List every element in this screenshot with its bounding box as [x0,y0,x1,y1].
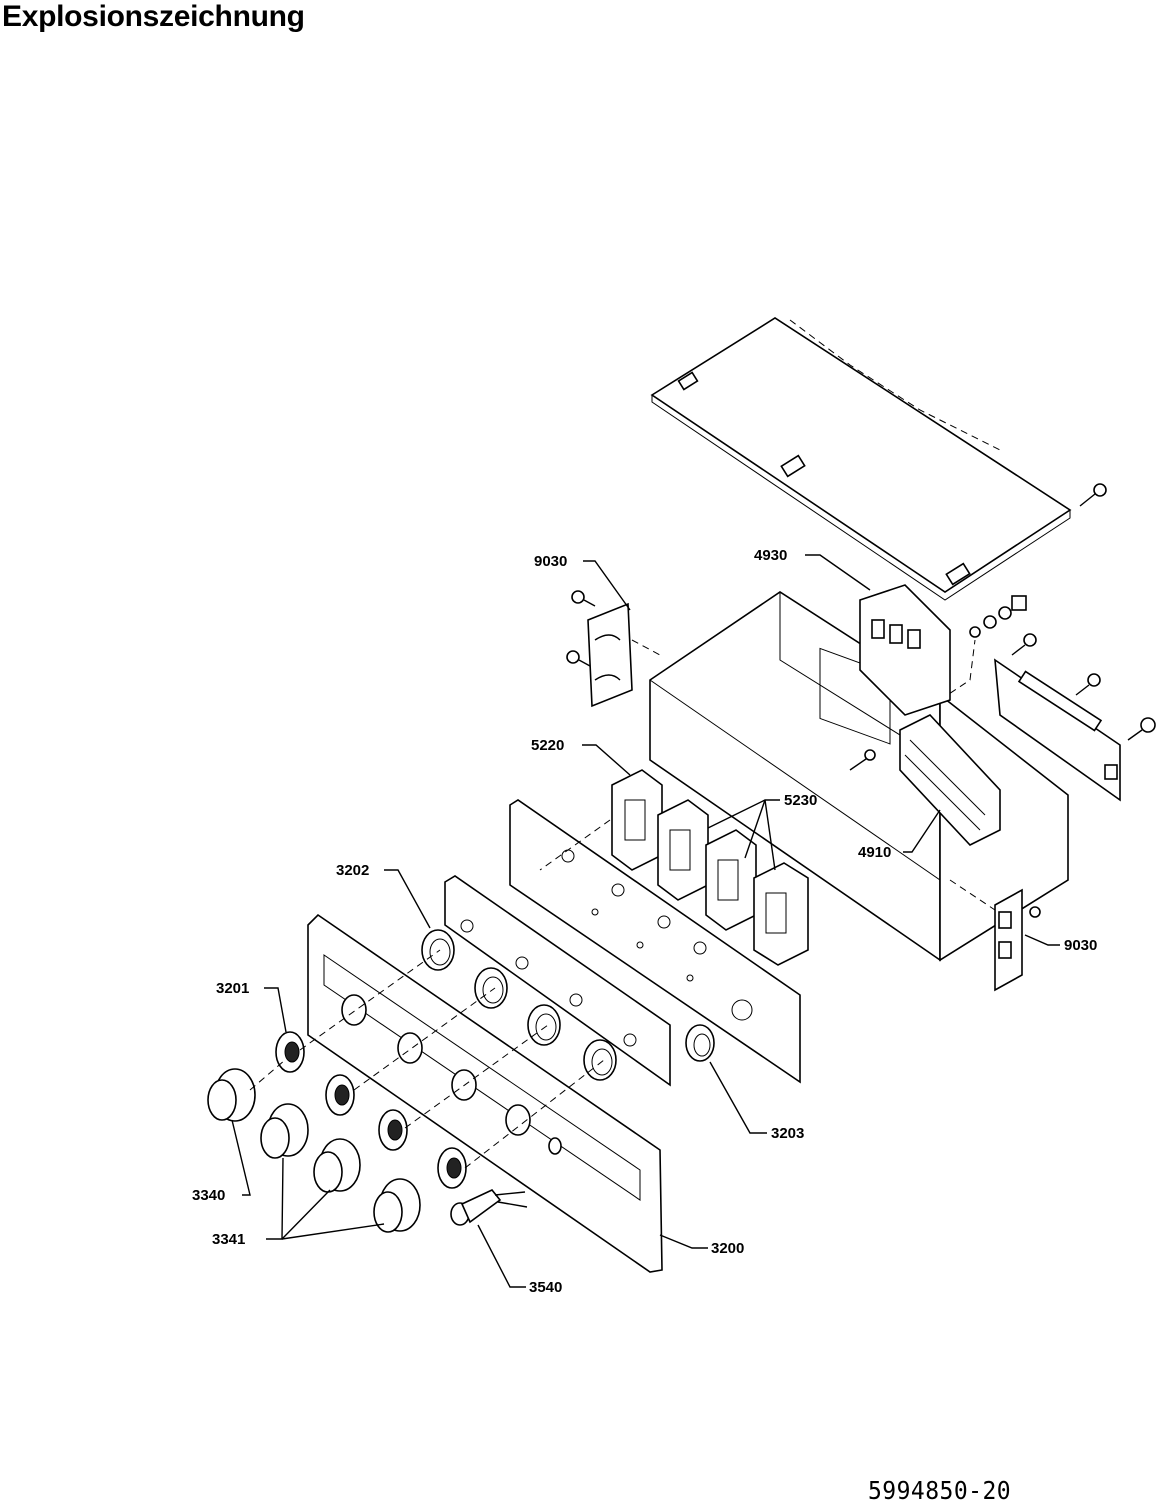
page-title: Explosionszeichnung [2,0,305,33]
label-9030-right: 9030 [1064,937,1097,954]
label-3203: 3203 [771,1125,804,1142]
bracket-right-9030 [949,879,1041,992]
screws-right [1011,633,1156,741]
label-3341: 3341 [212,1231,245,1248]
label-9030-left: 9030 [534,553,567,570]
label-3200: 3200 [711,1240,744,1257]
label-3540: 3540 [529,1279,562,1296]
document-number: 5994850-20 [868,1476,1012,1505]
bracket-left-9030 [566,590,661,708]
rings-3202 [421,929,617,1081]
switch-modules [611,769,809,966]
knobs [207,1068,421,1233]
screw-top [1079,483,1107,507]
label-5220: 5220 [531,737,564,754]
leader-lines [231,554,1060,1288]
label-5230: 5230 [784,792,817,809]
ring-3203 [685,1024,715,1062]
label-4910: 4910 [858,844,891,861]
label-4930: 4930 [754,547,787,564]
inner-bezel [444,875,671,1087]
washer-set [969,595,1027,638]
knob-adapters-3201 [275,1031,467,1189]
rear-side-panel [994,658,1121,802]
label-3340: 3340 [192,1187,225,1204]
mounting-plate [509,799,801,1084]
indicator-lamp-3540 [450,1189,528,1226]
label-3201: 3201 [216,980,249,997]
terminal-strip-4910 [899,714,1001,846]
screw-center [849,749,876,771]
top-cover-plate [650,317,1072,601]
terminal-block-4930 [859,584,951,716]
front-panel-3200 [307,913,663,1273]
explosion-lines [249,819,611,1169]
label-3202: 3202 [336,862,369,879]
